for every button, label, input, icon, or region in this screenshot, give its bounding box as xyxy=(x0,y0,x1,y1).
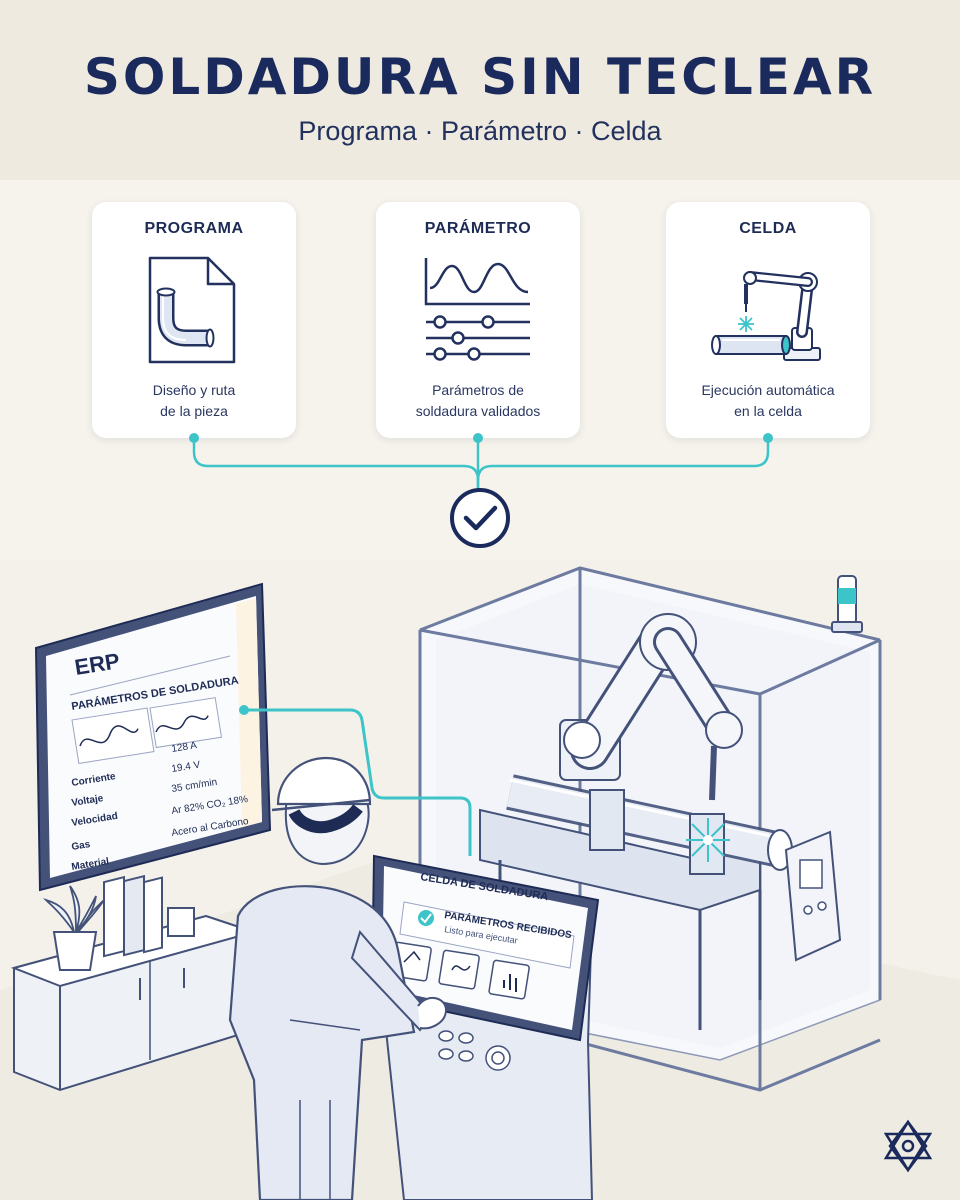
card-programa: PROGRAMA Diseño y ruta de la pieza xyxy=(92,202,296,438)
waveform-mode-button[interactable] xyxy=(438,949,480,990)
card-title: PROGRAMA xyxy=(144,220,244,237)
card-title: PARÁMETRO xyxy=(424,220,532,237)
card-desc-line: de la pieza xyxy=(160,403,228,419)
flow-connectors xyxy=(189,433,773,548)
worker-figure xyxy=(228,756,448,1200)
erp-value: 128 A xyxy=(171,740,198,755)
card-desc-line: Parámetros de xyxy=(432,382,524,398)
header-band xyxy=(0,0,960,180)
check-circle-icon xyxy=(450,488,510,548)
card-celda: CELDA Ejecución automática xyxy=(666,202,870,438)
brand-logo-icon xyxy=(883,1119,933,1173)
waveform-sliders-icon xyxy=(424,258,530,361)
card-desc-line: Diseño y ruta xyxy=(152,382,236,398)
erp-label: Gas xyxy=(71,839,92,853)
storage-cabinet xyxy=(10,874,258,1092)
welding-robot-icon xyxy=(711,271,821,361)
page-subtitle: Programa · Parámetro · Celda xyxy=(298,116,662,146)
card-desc-line: soldadura validados xyxy=(415,403,541,419)
card-desc-line: Ejecución automática xyxy=(701,382,835,398)
erp-monitor: ERP PARÁMETROS DE SOLDADURA Corriente Vo… xyxy=(34,582,272,892)
page-title: SOLDADURA SIN TECLEAR xyxy=(83,48,877,106)
erp-value: 19.4 V xyxy=(171,760,202,775)
welding-robot xyxy=(559,613,743,801)
card-parametro: PARÁMETRO Parámetros de soldadura valida… xyxy=(376,202,580,438)
pipe-document-icon xyxy=(148,256,236,364)
erp-label: Voltaje xyxy=(71,793,105,809)
workshop-scene: ERP PARÁMETROS DE SOLDADURA Corriente Vo… xyxy=(0,560,960,1200)
card-title: CELDA xyxy=(739,220,797,237)
card-desc-line: en la celda xyxy=(734,403,802,419)
